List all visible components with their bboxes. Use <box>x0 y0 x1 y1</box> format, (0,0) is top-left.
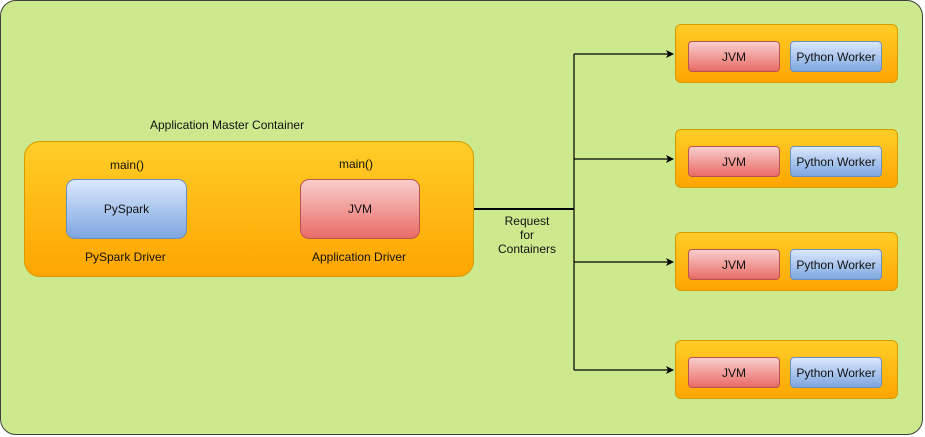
worker-1-python-node: Python Worker <box>790 41 882 72</box>
worker-4-jvm-node: JVM <box>688 357 780 388</box>
request-label-line-1: Request <box>504 214 550 228</box>
application-driver-caption: Application Driver <box>312 250 407 264</box>
pyspark-node-label: PySpark <box>103 202 150 216</box>
worker-2-python-node: Python Worker <box>790 146 882 177</box>
worker-1-python-label: Python Worker <box>796 49 876 64</box>
jvm-driver-node: JVM <box>300 179 420 239</box>
master-container-title: Application Master Container <box>150 118 305 132</box>
pyspark-driver-caption: PySpark Driver <box>85 250 166 264</box>
jvm-function-label: main() <box>339 157 374 171</box>
worker-1-jvm-label: JVM <box>722 49 746 64</box>
request-for-containers-label: Request for Containers <box>492 214 562 256</box>
request-label-line-2: for <box>519 228 534 242</box>
worker-4-python-node: Python Worker <box>790 357 882 388</box>
pyspark-function-label: main() <box>110 158 145 172</box>
worker-2-jvm-label: JVM <box>722 154 746 169</box>
request-label-line-3: Containers <box>497 242 557 256</box>
worker-1-jvm-node: JVM <box>688 41 780 72</box>
pyspark-node: PySpark <box>66 179 187 239</box>
worker-4-jvm-label: JVM <box>722 365 746 380</box>
worker-3-jvm-node: JVM <box>688 249 780 280</box>
worker-2-python-label: Python Worker <box>796 154 876 169</box>
worker-3-jvm-label: JVM <box>722 257 746 272</box>
worker-3-python-label: Python Worker <box>796 257 876 272</box>
worker-2-jvm-node: JVM <box>688 146 780 177</box>
worker-4-python-label: Python Worker <box>796 365 876 380</box>
worker-3-python-node: Python Worker <box>790 249 882 280</box>
jvm-driver-node-label: JVM <box>348 202 372 216</box>
